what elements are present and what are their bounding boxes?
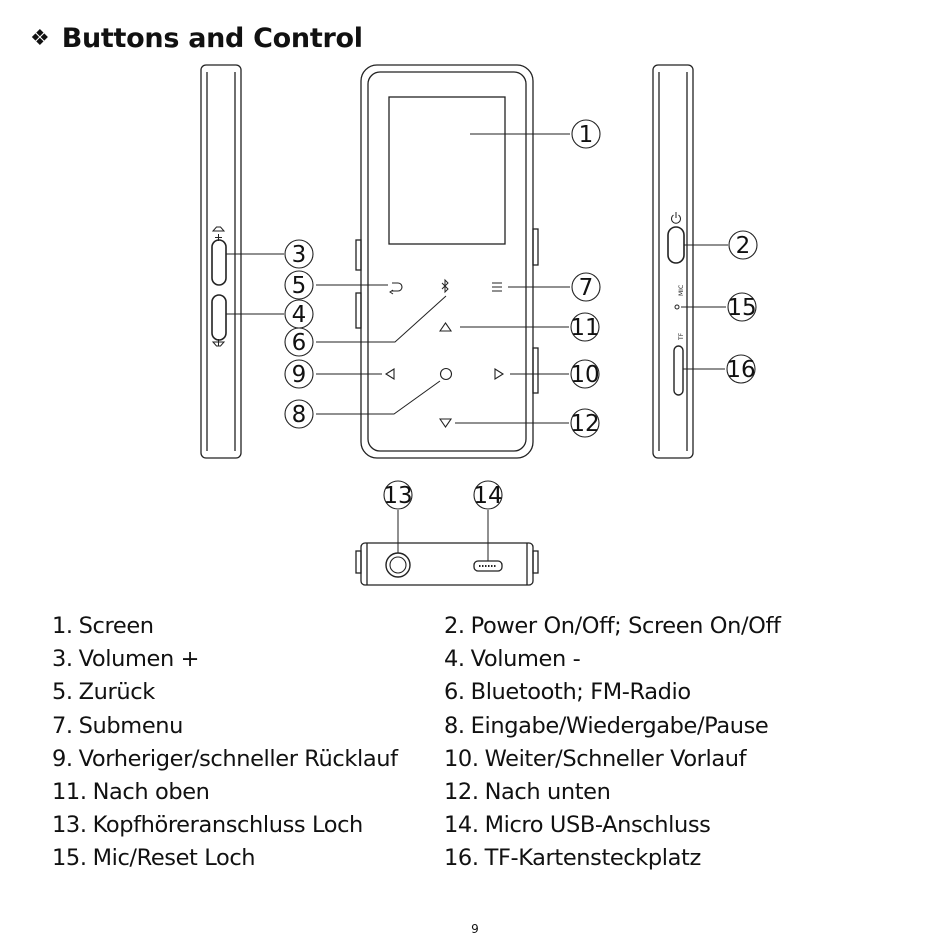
legend-item: 3.Volumen + (52, 646, 200, 673)
front-view (355, 64, 539, 459)
section-title: Buttons and Control (61, 22, 363, 54)
right-side-body (652, 64, 694, 459)
leader-lines (226, 133, 728, 561)
callout-1: 1 (579, 122, 594, 148)
bottom-view (355, 542, 539, 586)
legend-item: 4.Volumen - (444, 646, 581, 673)
legend-item: 14.Micro USB-Anschluss (444, 812, 711, 839)
legend-item: 6.Bluetooth; FM-Radio (444, 679, 691, 706)
callout-7: 7 (579, 275, 594, 301)
legend-item: 11.Nach oben (52, 778, 210, 805)
callout-8: 8 (292, 402, 307, 428)
down-arrow-icon[interactable] (438, 418, 453, 428)
side-key-left-bottom (355, 292, 362, 329)
legend-item: 8.Eingabe/Wiedergabe/Pause (444, 712, 769, 739)
right-side-view (652, 64, 694, 459)
volume-up-button[interactable] (211, 239, 227, 286)
right-arrow-icon[interactable] (494, 368, 505, 380)
callout-16: 16 (726, 357, 755, 383)
legend-item: 5.Zurück (52, 679, 155, 706)
section-heading: ❖ Buttons and Control (30, 18, 363, 58)
callout-11: 11 (570, 315, 599, 341)
button-legend: 1.Screen 2.Power On/Off; Screen On/Off 3… (52, 612, 904, 872)
callout-9: 9 (292, 362, 307, 388)
back-icon[interactable] (391, 282, 403, 292)
bottom-side-key-left (355, 550, 362, 574)
callout-6: 6 (292, 330, 307, 356)
callout-3: 3 (292, 242, 307, 268)
legend-item: 16.TF-Kartensteckplatz (444, 845, 701, 872)
left-side-view (200, 64, 242, 459)
page-number: 9 (471, 922, 479, 936)
player-bezel (367, 71, 527, 452)
side-key-right-top (532, 228, 539, 266)
callout-2: 2 (736, 233, 751, 259)
legend-item: 7.Submenu (52, 712, 183, 739)
left-arrow-icon[interactable] (384, 368, 395, 380)
callout-circles (284, 119, 758, 510)
legend-item: 2.Power On/Off; Screen On/Off (444, 613, 781, 639)
volume-up-icon (211, 226, 226, 241)
legend-item: 9.Vorheriger/schneller Rücklauf (52, 745, 398, 772)
side-key-left-top (355, 239, 362, 271)
bottom-body (360, 542, 534, 586)
callout-13: 13 (383, 483, 412, 509)
back-icon-arrow (389, 289, 394, 295)
legend-item: 13.Kopfhöreranschluss Loch (52, 812, 363, 839)
player-body (360, 64, 534, 459)
legend-item: 10.Weiter/Schneller Vorlauf (444, 745, 747, 772)
screen (388, 96, 506, 245)
mic-reset-hole[interactable] (674, 304, 680, 310)
legend-item: 1.Screen (52, 613, 154, 639)
mic-label: MIC (678, 285, 685, 296)
menu-icon[interactable] (492, 282, 502, 292)
headphone-jack-inner (389, 556, 407, 574)
device-diagram: MIC TF 1 2 3 4 5 6 7 8 9 10 11 12 13 14 … (200, 64, 758, 586)
tf-card-slot[interactable] (673, 345, 684, 396)
callout-4: 4 (292, 302, 307, 328)
play-pause-icon[interactable] (439, 367, 453, 381)
volume-down-icon (211, 339, 226, 347)
legend-item: 12.Nach unten (444, 778, 611, 805)
callout-15: 15 (727, 295, 756, 321)
left-side-body (200, 64, 242, 459)
callout-12: 12 (570, 411, 599, 437)
legend-item: 15.Mic/Reset Loch (52, 845, 256, 872)
up-arrow-icon[interactable] (438, 322, 453, 332)
diamond-bullet-icon: ❖ (30, 25, 50, 50)
power-button[interactable] (667, 226, 685, 264)
volume-down-button[interactable] (211, 294, 227, 341)
side-key-right-bottom (532, 347, 539, 394)
bluetooth-icon[interactable] (441, 278, 449, 294)
power-icon (671, 212, 681, 224)
callout-numbers: 1 2 3 4 5 6 7 8 9 10 11 12 13 14 15 16 (292, 122, 757, 509)
callout-5: 5 (292, 273, 307, 299)
callout-14: 14 (473, 483, 502, 509)
bottom-side-key-right (532, 550, 539, 574)
tf-label: TF (678, 332, 685, 341)
callout-10: 10 (570, 362, 599, 388)
